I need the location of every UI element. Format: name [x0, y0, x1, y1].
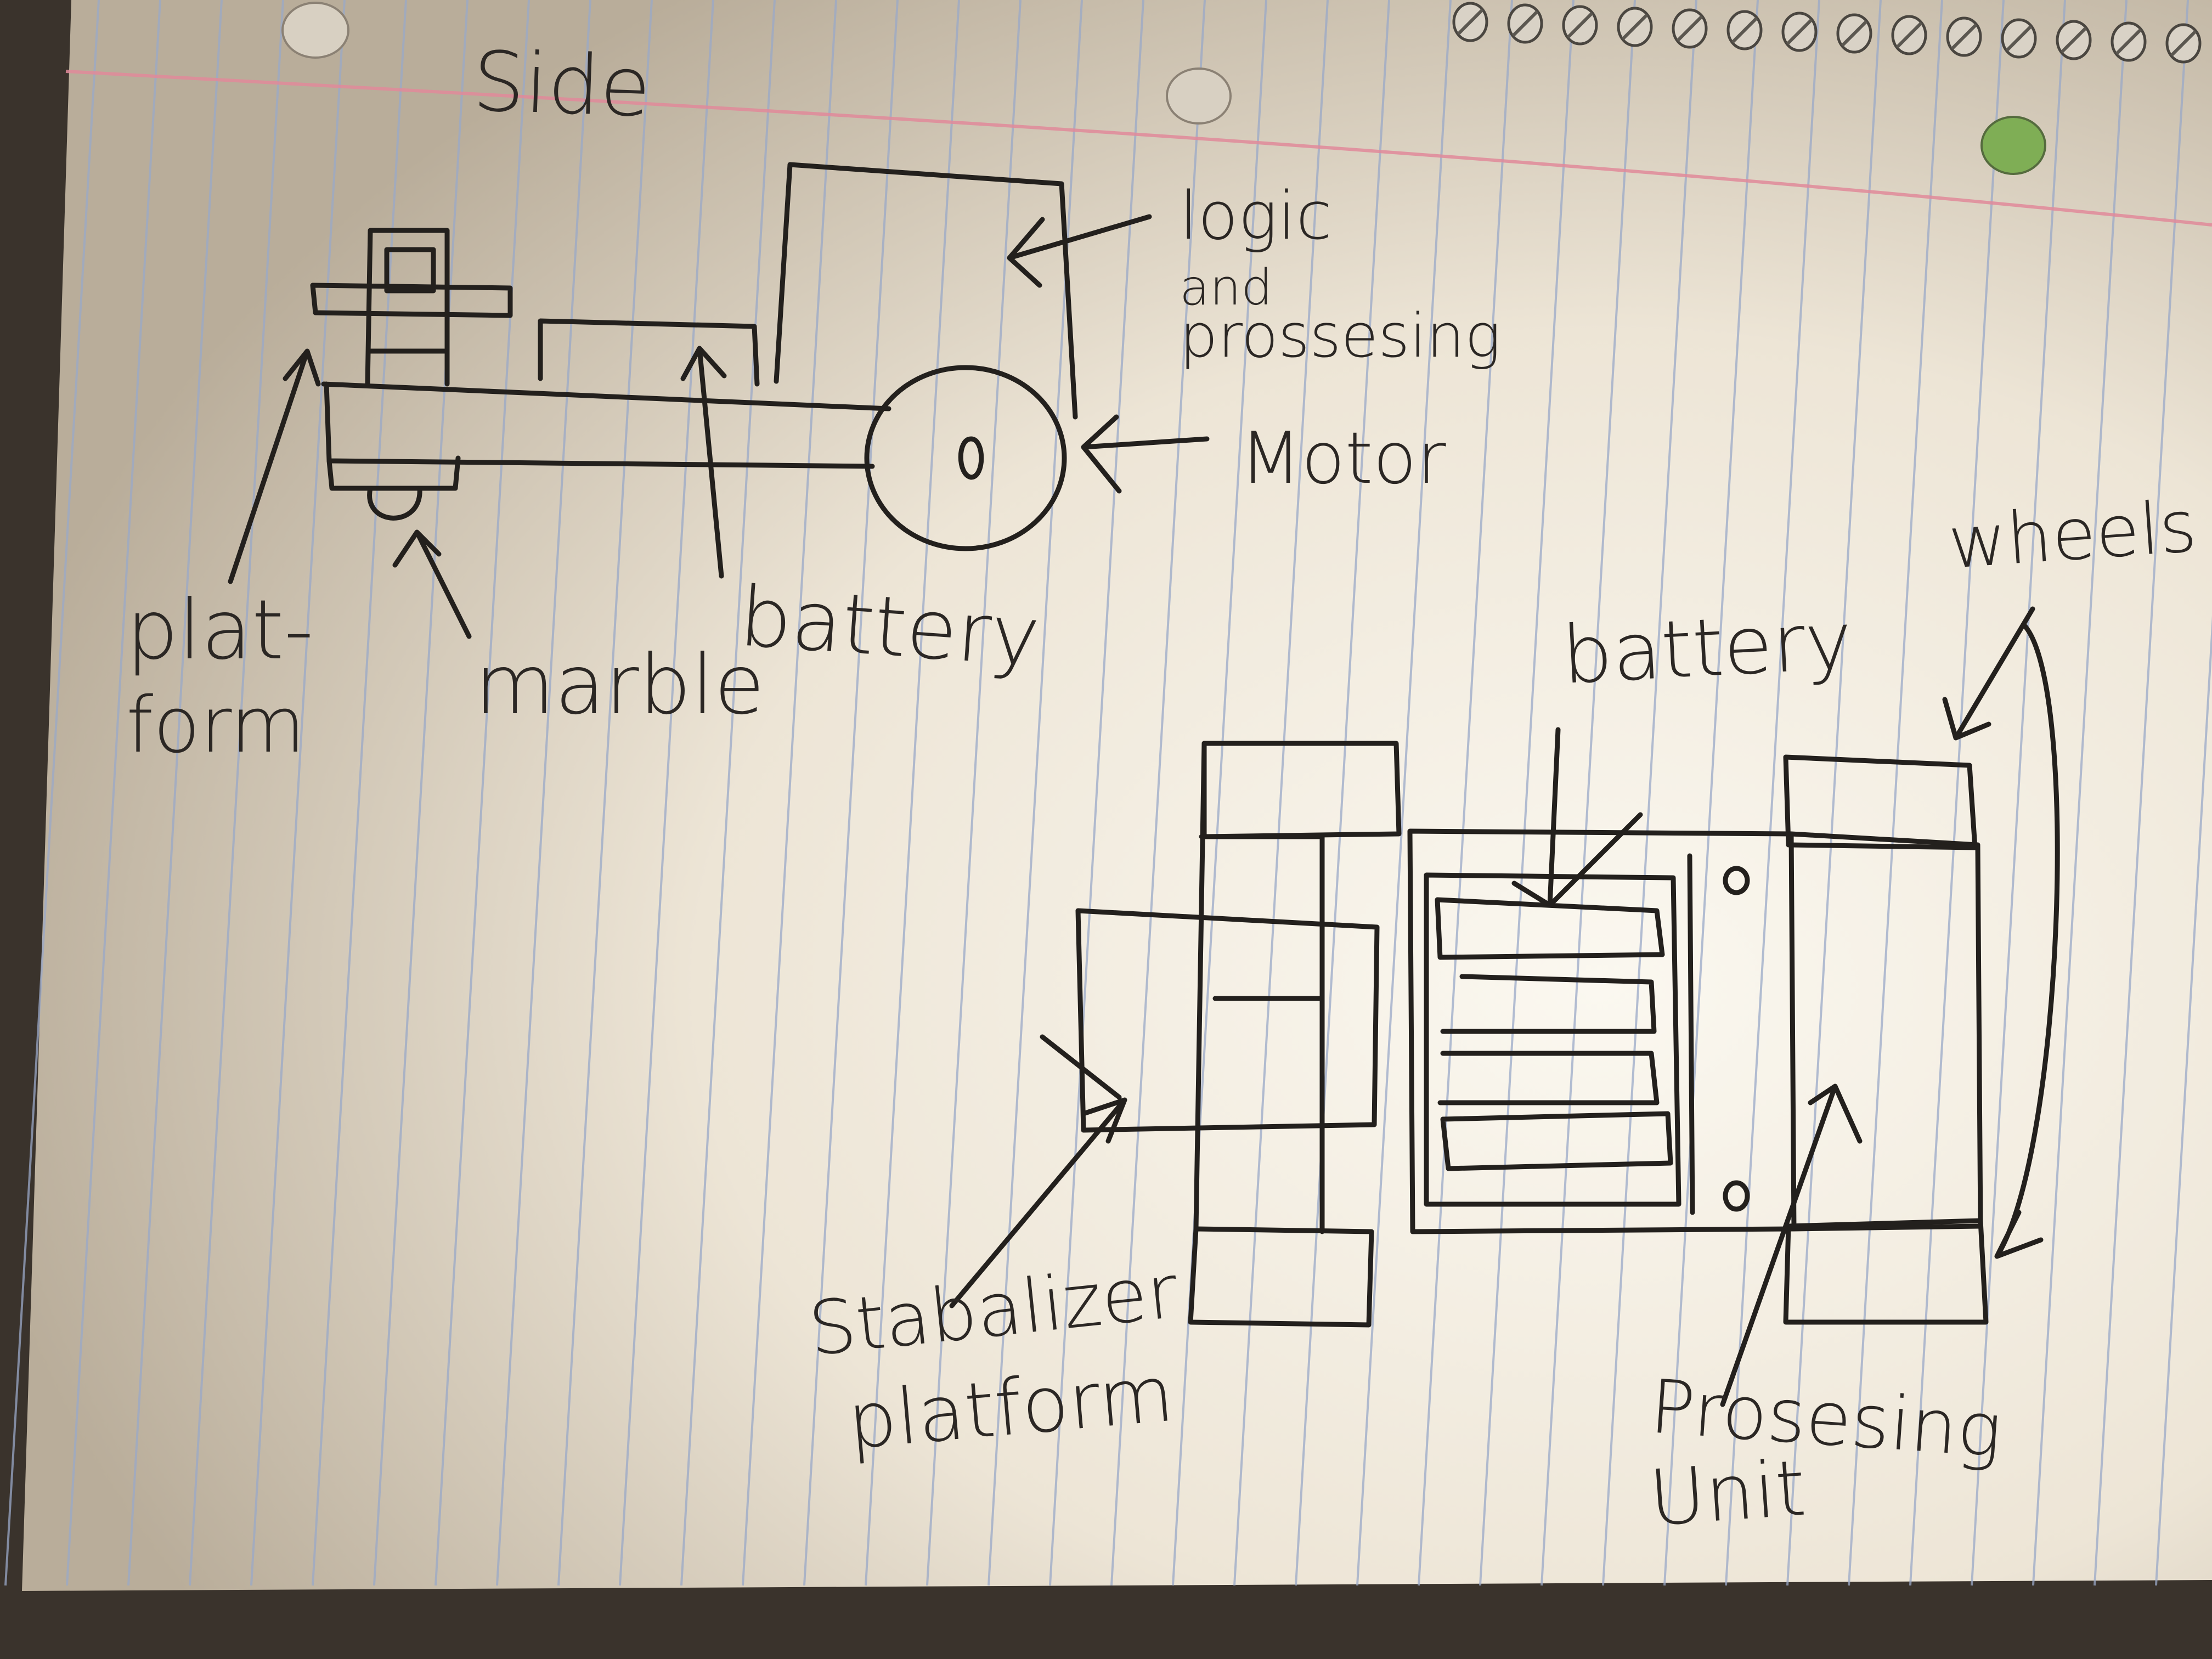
binder-hole [1166, 67, 1232, 125]
rule-line [1110, 0, 1206, 1586]
top-stabalizer-arrow [949, 1034, 1127, 1308]
spiral-wire [1950, 23, 1978, 50]
side-battery-arrow [680, 346, 727, 579]
spiral-wire [2005, 25, 2033, 52]
side-title: Side [471, 34, 652, 136]
top-processing-unit [1788, 831, 1983, 1232]
rule-line [680, 0, 776, 1586]
side-marble [367, 486, 422, 521]
rule-line [1479, 0, 1575, 1586]
rule-line [2094, 0, 2189, 1586]
rule-line [1356, 0, 1452, 1586]
rule-line [865, 0, 960, 1586]
spiral-binding [1452, 2, 2202, 64]
spiral-wire [1511, 10, 1539, 37]
rule-line [2032, 0, 2128, 1586]
paper-sheet [22, 0, 2212, 1591]
spiral-wire [1457, 8, 1484, 36]
label-platform-a: plat- [126, 583, 314, 678]
label-logic: logic [1180, 178, 1332, 255]
label-and: and [1180, 259, 1272, 317]
rule-line [926, 0, 1022, 1586]
binder-hole [281, 2, 349, 59]
spiral-wire [1895, 21, 1923, 49]
top-screw-top [1723, 866, 1750, 895]
label-marble: marble [475, 637, 765, 733]
rule-line [1295, 0, 1390, 1586]
rule-line [4, 0, 100, 1586]
top-battery-outline [1424, 872, 1681, 1207]
spiral-wire [1786, 18, 1813, 46]
spiral-wire [1731, 16, 1758, 44]
rule-line [1418, 0, 1513, 1586]
rule-line [742, 0, 837, 1586]
rule-line [189, 0, 284, 1586]
rule-line [1541, 0, 1636, 1586]
top-left-column [1193, 741, 1325, 1234]
top-processing-arrow [1720, 1084, 1863, 1407]
rule-line [557, 0, 653, 1586]
rule-line [803, 0, 899, 1586]
binder-hole [1980, 116, 2046, 175]
top-view-drawing [949, 606, 2060, 1407]
rule-line [1049, 0, 1144, 1586]
top-wheel-rear-left [1188, 1226, 1374, 1328]
side-view-drawing [228, 162, 1210, 639]
spiral-wire [2170, 30, 2197, 57]
side-tower [310, 228, 513, 387]
binder-holes [281, 2, 2046, 175]
rule-line [435, 0, 530, 1586]
top-wheel-front-right [1783, 754, 1978, 850]
top-wheel-rear-right [1783, 1218, 1989, 1325]
spiral-wire [1841, 20, 1868, 47]
side-platform-arrow [228, 348, 321, 584]
top-battery-cells [1435, 897, 1673, 1171]
spiral-wire [1676, 15, 1703, 42]
side-marble-arrow [392, 529, 472, 639]
top-wheels-bracket [1942, 606, 2060, 1259]
label-motor: Motor [1240, 416, 1446, 500]
side-motor-arrow [1081, 414, 1210, 494]
label-battery-side: battery [736, 569, 1042, 685]
rule-line [373, 0, 469, 1586]
label-unit: Unit [1646, 1443, 1809, 1543]
side-axle [958, 436, 984, 480]
side-battery-block [538, 318, 760, 387]
rule-line [250, 0, 346, 1586]
rule-line [66, 0, 161, 1586]
spiral-wire [1621, 13, 1649, 41]
side-logic-box [774, 162, 1078, 420]
label-wheels: wheels [1946, 484, 2199, 585]
spiral-wire [1566, 12, 1594, 39]
rule-line [619, 0, 714, 1586]
top-stabalizer-box [1075, 908, 1380, 1133]
rule-line [496, 0, 591, 1586]
spiral-wire [2115, 28, 2142, 55]
side-logic-arrow [1007, 214, 1152, 288]
side-wheel [864, 365, 1067, 551]
top-screw-bottom [1723, 1180, 1750, 1212]
margin-line [65, 70, 2212, 227]
side-platform [326, 455, 461, 491]
rule-line [127, 0, 223, 1586]
label-processing-side: prossesing [1180, 301, 1501, 371]
rule-line [2155, 615, 2212, 1586]
rule-line [1725, 0, 1820, 1586]
label-platform-b: form [126, 681, 305, 770]
spiral-wire [2060, 26, 2087, 54]
rule-line [312, 0, 407, 1586]
rule-line [1602, 0, 1697, 1586]
top-battery-arrow [1511, 727, 1643, 908]
label-battery-top: battery [1560, 594, 1854, 702]
rule-line [1663, 0, 1759, 1586]
